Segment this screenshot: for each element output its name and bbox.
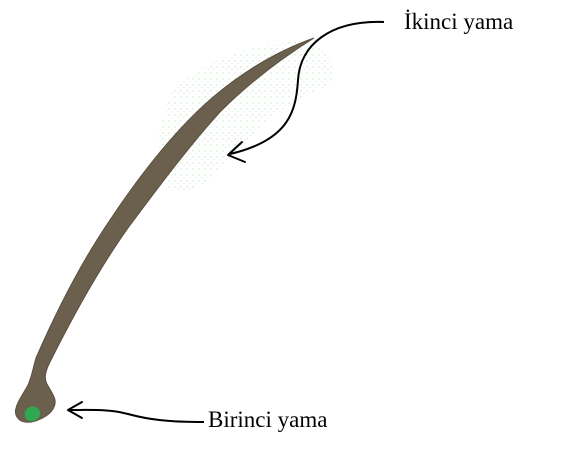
second-patch-label: İkinci yama: [404, 10, 513, 33]
first-patch-label: Birinci yama: [208, 408, 327, 431]
second-patch-halo: [158, 42, 334, 192]
first-patch-arrow: [70, 410, 204, 422]
